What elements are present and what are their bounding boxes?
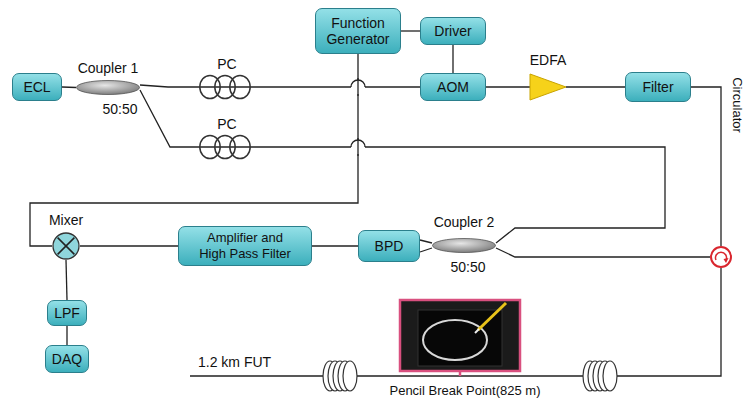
laser-source-box: ECL <box>12 73 62 101</box>
box-text: Amplifier and High Pass Filter <box>195 230 295 262</box>
fiber-link <box>691 87 721 246</box>
fiber <box>195 146 255 147</box>
modulator-box: AOM <box>420 73 486 101</box>
split-ratio: 50:50 <box>450 259 485 275</box>
fiber-length-label: 1.2 km FUT <box>198 355 271 370</box>
box-text: Driver <box>434 23 471 39</box>
fiber-coupler-outline <box>76 80 140 95</box>
fiber-link <box>566 86 625 87</box>
fiber-spool <box>583 361 617 391</box>
hop-arc <box>351 80 365 87</box>
box-text: ECL <box>23 79 50 95</box>
fiber-link <box>420 240 432 243</box>
box-text: DAQ <box>52 351 82 367</box>
event-location-label: Pencil Break Point(825 m) <box>389 383 540 398</box>
component-label: EDFA <box>530 52 567 68</box>
amplifier-triangle: EDFA <box>530 74 566 100</box>
fiber-link <box>66 260 67 300</box>
fiber-link <box>255 86 420 87</box>
spool-turn <box>603 361 617 391</box>
polarization-controller-outline <box>195 135 255 159</box>
box-text: AOM <box>437 79 469 95</box>
detector-box: BPD <box>358 230 420 262</box>
spool-turn <box>343 361 357 391</box>
fiber-link <box>255 147 665 243</box>
mixer-cross <box>58 238 75 255</box>
process-box: Driver <box>420 17 486 45</box>
process-box: Amplifier and High Pass Filter <box>178 226 312 266</box>
filter-box: LPF <box>47 300 87 326</box>
box-text: Filter <box>642 79 673 95</box>
fiber-link <box>30 54 358 246</box>
fiber-link <box>80 245 178 246</box>
filter-box: Filter <box>625 72 691 102</box>
fiber-link <box>140 90 195 147</box>
fiber-coupler: Coupler 250:50 <box>432 238 496 253</box>
crossing-hop <box>351 138 365 156</box>
fiber-link <box>486 86 530 87</box>
component-label: PC <box>217 116 236 132</box>
circulator-arrowhead <box>724 258 729 263</box>
component-label: Coupler 1 <box>78 60 139 76</box>
pencil <box>478 303 506 330</box>
fiber-link <box>312 245 358 246</box>
fiber-loop <box>230 76 250 99</box>
polarization-controller: PC <box>195 75 255 99</box>
pencil-break-photo <box>400 300 520 376</box>
acquisition-box: DAQ <box>45 345 89 373</box>
fiber-loop <box>230 136 250 159</box>
fiber-spool <box>323 361 357 391</box>
fiber-link <box>401 30 420 31</box>
wire <box>357 138 358 156</box>
fiber-under-test <box>190 268 721 376</box>
hop-arc <box>351 140 365 147</box>
process-box: Function Generator <box>315 8 401 54</box>
coupler-body <box>433 239 496 253</box>
box-text: LPF <box>54 305 80 321</box>
wire <box>357 78 358 96</box>
fiber-link <box>452 45 453 73</box>
polarization-controller: PC <box>195 135 255 159</box>
box-text: Function Generator <box>322 15 394 47</box>
polarization-controller-outline <box>195 75 255 99</box>
circulator-symbol-outline <box>710 246 732 268</box>
circulator-ring <box>711 247 731 267</box>
amplifier-body <box>530 74 566 100</box>
photo-frame <box>400 300 520 371</box>
crossing-hop <box>351 78 365 96</box>
split-ratio: 50:50 <box>102 101 137 117</box>
pencil-tip <box>475 329 479 333</box>
fiber <box>195 86 255 87</box>
amplifier-triangle-outline <box>530 74 566 100</box>
component-label: Coupler 2 <box>434 214 495 230</box>
coupler-body <box>77 81 140 95</box>
component-label: PC <box>217 56 236 72</box>
fiber-coupler: Coupler 150:50 <box>76 80 140 95</box>
component-label: Mixer <box>49 212 83 228</box>
mixer-cross <box>58 238 75 255</box>
fiber-link <box>66 326 67 345</box>
fiber-link <box>62 86 76 88</box>
box-text: BPD <box>375 238 404 254</box>
circulator-symbol: Circulator <box>710 246 732 268</box>
component-label: Circulator <box>729 77 745 133</box>
mixer-circle <box>53 233 79 259</box>
mixer-symbol: Mixer <box>52 232 80 260</box>
fiber-link <box>140 85 195 87</box>
fiber-link <box>496 248 710 257</box>
fiber-link <box>420 248 432 252</box>
mixer-symbol-outline <box>52 232 80 260</box>
fiber-coupler-outline <box>432 238 496 253</box>
fiber-loop <box>423 320 487 360</box>
